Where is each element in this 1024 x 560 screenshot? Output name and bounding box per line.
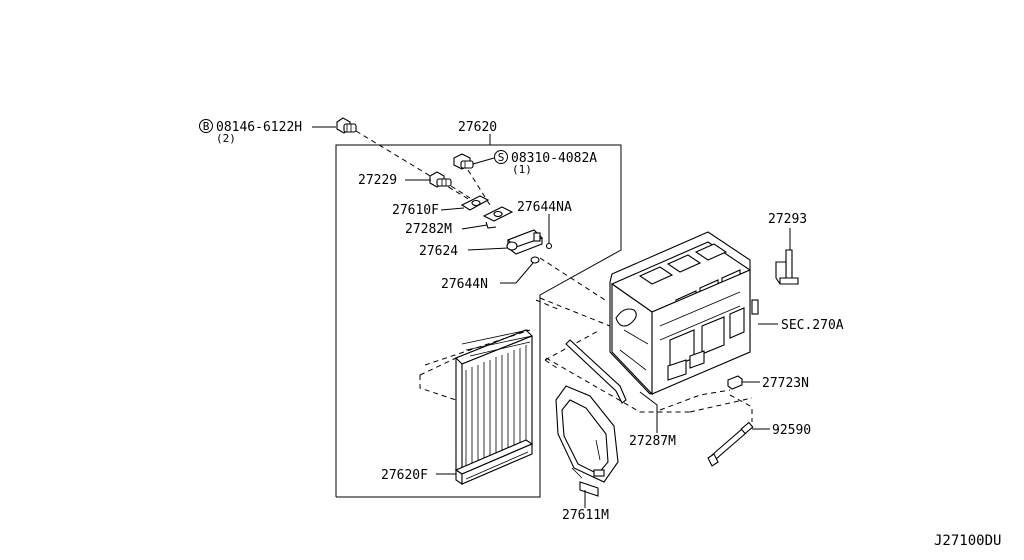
part-27624 — [506, 229, 544, 255]
evaporator-core — [455, 329, 533, 477]
part-92590 — [707, 421, 754, 467]
part-27610f — [460, 195, 490, 211]
part-27723n — [727, 375, 743, 390]
heater-unit-sec270a — [609, 231, 759, 396]
screw-symbol-badge: S — [494, 150, 508, 164]
label-bolt-qty: (2) — [216, 132, 236, 145]
label-27282m: 27282M — [405, 222, 452, 237]
part-27282m — [482, 206, 514, 229]
label-27620: 27620 — [458, 120, 497, 135]
part-27229 — [429, 171, 452, 188]
part-27644n — [530, 256, 540, 264]
screw-08310-4082a-part — [453, 153, 474, 170]
label-27610f: 27610F — [392, 203, 439, 218]
label-27644na: 27644NA — [517, 200, 572, 215]
svg-text:B: B — [203, 120, 210, 133]
part-27611m — [555, 385, 619, 497]
label-92590: 92590 — [772, 423, 811, 438]
label-27624: 27624 — [419, 244, 458, 259]
part-27644na — [545, 214, 553, 250]
label-27287m: 27287M — [629, 434, 676, 449]
diagram-reference-code: J27100DU — [934, 533, 1001, 549]
label-27293: 27293 — [768, 212, 807, 227]
part-27620f — [454, 439, 534, 486]
label-sec-270a: SEC.270A — [781, 318, 844, 333]
assembly-27620-frame — [335, 134, 622, 498]
label-screw-08310-4082a: 08310-4082A — [511, 151, 597, 166]
label-27644n: 27644N — [441, 277, 488, 292]
part-27293 — [775, 249, 799, 285]
label-27229: 27229 — [358, 173, 397, 188]
bolt-symbol-badge: B — [199, 119, 213, 133]
label-screw-qty: (1) — [512, 163, 532, 176]
label-bolt-08146-6122h: 08146-6122H — [216, 120, 302, 135]
label-27723n: 27723N — [762, 376, 809, 391]
label-27611m: 27611M — [562, 508, 609, 523]
svg-text:S: S — [498, 151, 505, 164]
part-27287m — [565, 339, 627, 404]
label-27620f: 27620F — [381, 468, 428, 483]
bolt-08146-6122h-part — [336, 117, 357, 134]
